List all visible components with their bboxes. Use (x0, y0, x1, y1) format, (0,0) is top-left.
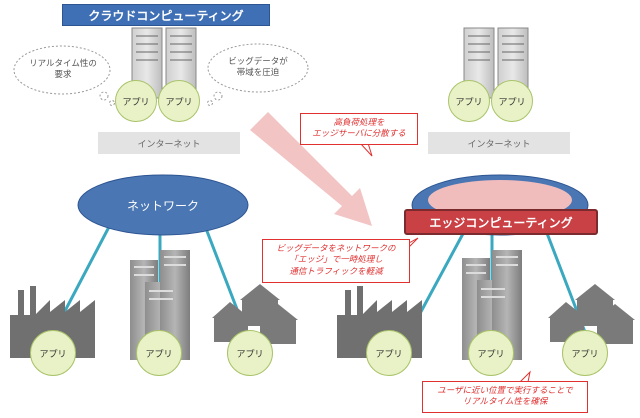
thought-cloud-icon (13, 45, 115, 106)
app-node: アプリ (115, 80, 157, 122)
network-label: ネットワーク (126, 198, 199, 213)
arrow-icon (250, 112, 372, 226)
app-node: アプリ (158, 80, 200, 122)
app-node: アプリ (136, 330, 182, 376)
app-node: アプリ (468, 330, 514, 376)
app-node: アプリ (562, 330, 608, 376)
realtime-callout: ユーザに近い位置で実行することで リアルタイム性を確保 (422, 381, 588, 413)
internet-bar: インターネット (428, 132, 570, 154)
internet-bar: インターネット (98, 132, 240, 154)
app-node: アプリ (448, 80, 490, 122)
realtime-demand-text: リアルタイム性の 要求 (29, 59, 97, 80)
app-node: アプリ (366, 330, 412, 376)
edge-computing-label: エッジコンピューティング (404, 209, 598, 235)
bigdata-bandwidth-text: ビッグデータが 帯域を圧迫 (228, 57, 288, 78)
thought-cloud-icon (207, 43, 309, 106)
bigdata-callout: ビッグデータをネットワークの 「エッジ」で一時処理し 通信トラフィックを軽減 (262, 239, 410, 283)
app-node: アプリ (227, 330, 273, 376)
offload-callout: 高負荷処理を エッジサーバに分散する (300, 113, 418, 145)
network-ellipse (77, 174, 249, 236)
app-node: アプリ (30, 330, 76, 376)
app-node: アプリ (491, 80, 533, 122)
cloud-computing-title: クラウドコンピューティング (62, 4, 270, 26)
